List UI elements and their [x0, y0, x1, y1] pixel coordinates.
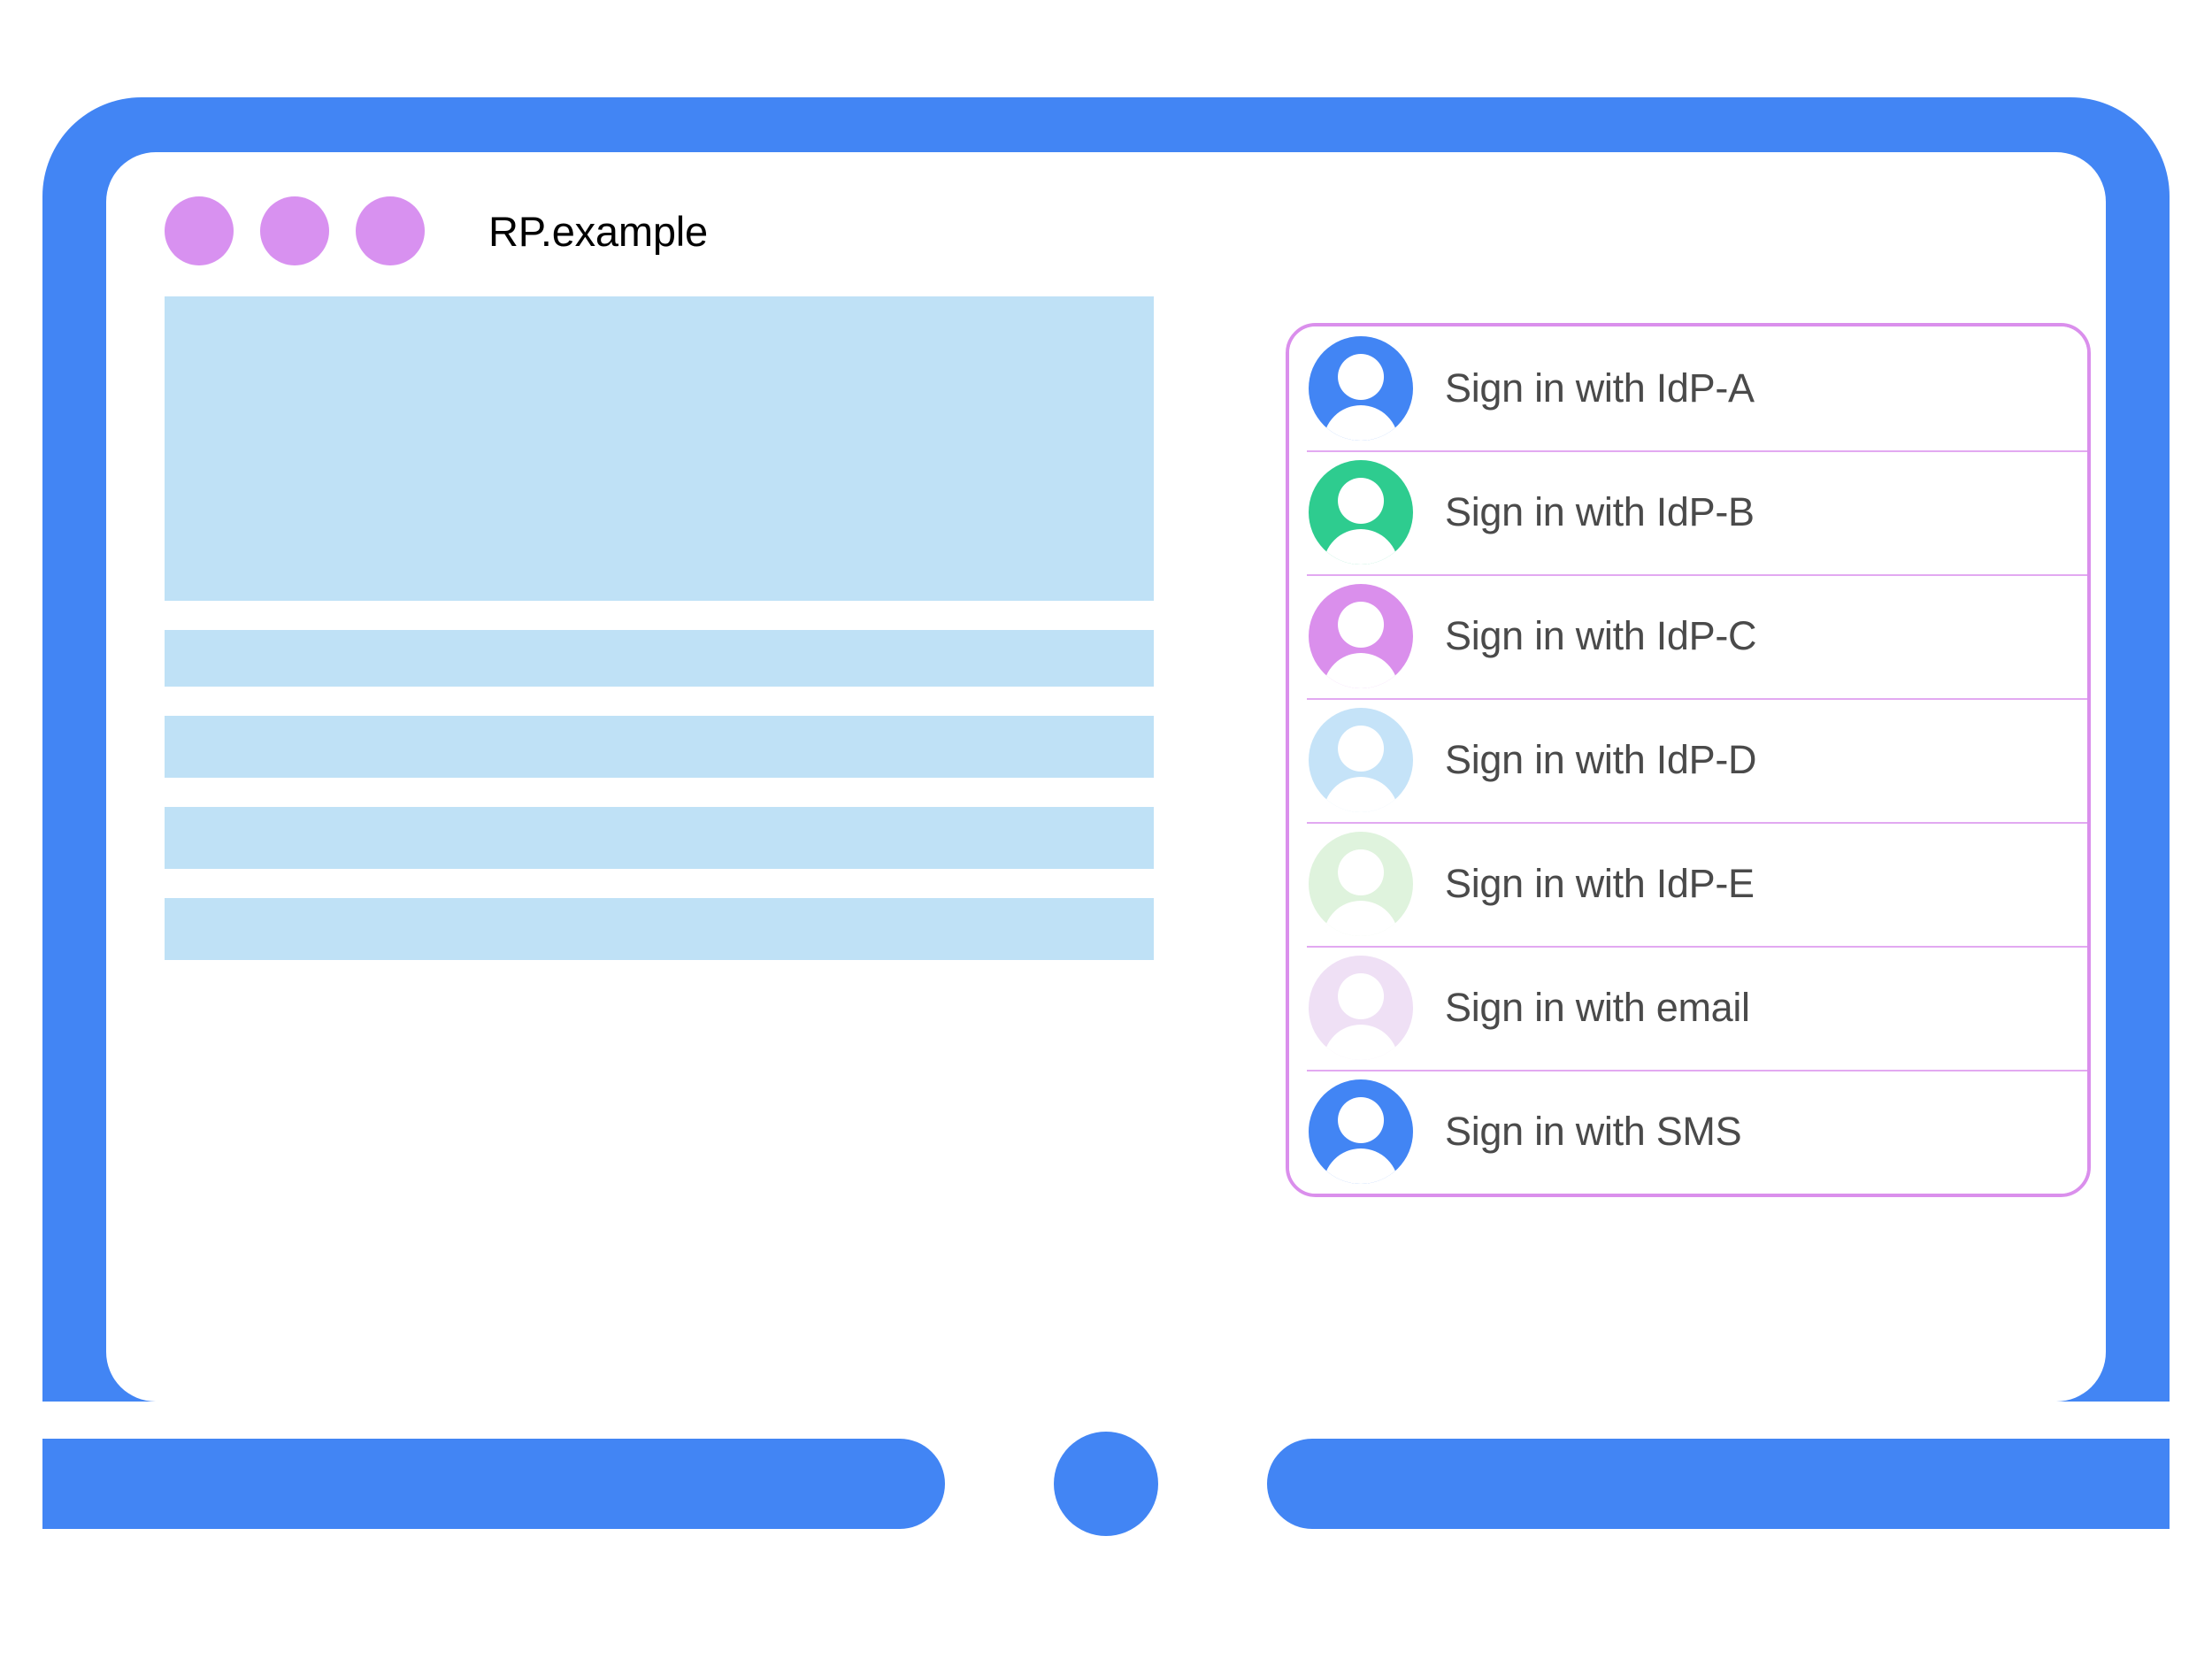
account-row[interactable]: Sign in with IdP-B	[1289, 450, 2087, 574]
text-bar-placeholder-4	[165, 898, 1154, 960]
text-bar-placeholder-1	[165, 630, 1154, 687]
page-title: RP.example	[488, 207, 708, 255]
account-label: Sign in with SMS	[1445, 1109, 1742, 1154]
browser-screen: RP.example Sign in with IdP-A Sign i	[106, 152, 2106, 1402]
avatar-icon	[1309, 336, 1413, 441]
account-row[interactable]: Sign in with IdP-C	[1289, 574, 2087, 698]
account-label: Sign in with IdP-E	[1445, 861, 1755, 906]
account-label: Sign in with IdP-A	[1445, 365, 1755, 411]
account-row[interactable]: Sign in with IdP-A	[1289, 326, 2087, 450]
account-label: Sign in with IdP-D	[1445, 737, 1757, 782]
avatar-icon	[1309, 1079, 1413, 1184]
account-label: Sign in with IdP-B	[1445, 489, 1755, 534]
account-row[interactable]: Sign in with IdP-E	[1289, 822, 2087, 946]
account-chooser-dialog: Sign in with IdP-A Sign in with IdP-B Si…	[1286, 323, 2091, 1197]
account-row[interactable]: Sign in with IdP-D	[1289, 698, 2087, 822]
text-bar-placeholder-2	[165, 716, 1154, 778]
avatar-icon	[1309, 956, 1413, 1060]
account-row[interactable]: Sign in with email	[1289, 946, 2087, 1070]
account-label: Sign in with email	[1445, 985, 1750, 1030]
page-content-placeholders	[165, 296, 1154, 989]
avatar-icon	[1309, 460, 1413, 565]
avatar-icon	[1309, 708, 1413, 812]
text-bar-placeholder-3	[165, 807, 1154, 869]
window-dot-1[interactable]	[165, 196, 234, 265]
avatar-icon	[1309, 832, 1413, 936]
account-row[interactable]: Sign in with SMS	[1289, 1070, 2087, 1194]
avatar-icon	[1309, 584, 1413, 688]
browser-titlebar: RP.example	[165, 196, 708, 265]
device-frame: RP.example Sign in with IdP-A Sign i	[42, 97, 2170, 1548]
hero-block-placeholder	[165, 296, 1154, 601]
window-dot-3[interactable]	[356, 196, 425, 265]
account-label: Sign in with IdP-C	[1445, 613, 1757, 658]
window-dot-2[interactable]	[260, 196, 329, 265]
